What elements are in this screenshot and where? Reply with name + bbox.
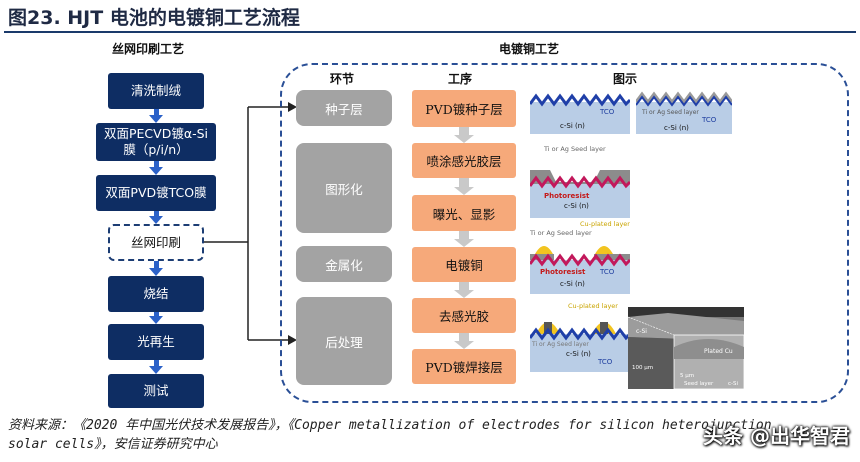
down-arrow [149, 366, 163, 374]
process-exposure-develop: 曝光、显影 [412, 195, 516, 231]
col-head-stage: 环节 [330, 72, 355, 86]
arrow-stem [154, 312, 159, 316]
down-arrow [149, 268, 163, 276]
process-pvd-solder: PVD镀焊接层 [412, 349, 516, 384]
arrow-stem [154, 109, 159, 115]
fig4-csi-label: c-Si (n) [560, 280, 585, 288]
fig3-photoresist-label: Photoresist [544, 192, 590, 200]
step-light-regen: 光再生 [108, 324, 204, 360]
process-arrow [454, 187, 474, 195]
stage-patterning: 图形化 [296, 143, 392, 233]
step-screen-printing: 丝网印刷 [108, 224, 204, 261]
process-electroplating: 电镀铜 [412, 247, 516, 282]
step-sintering: 烧结 [108, 276, 204, 312]
fig2-tco-label: TCO [701, 116, 717, 124]
process-spray-photoresist: 喷涂感光胶层 [412, 143, 516, 178]
source-line-2: solar cells》，安信证券研究中心 [8, 437, 218, 452]
fig6-scale2-label: 5 µm [680, 373, 694, 379]
process-arrow-stem [459, 333, 469, 341]
process-arrow-stem [459, 231, 469, 239]
process-arrow [454, 290, 474, 298]
fig3-seed-label: Ti or Ag Seed layer [543, 145, 606, 153]
fig4-seed-label: Ti or Ag Seed layer [530, 229, 592, 237]
title-rule [4, 31, 856, 33]
stage-post-processing: 后处理 [296, 297, 392, 385]
step-pecvd: 双面PECVD镀α-Si 膜（p/i/n） [96, 123, 216, 161]
figure-photoresist: Ti or Ag Seed layer Photoresist c-Si (n) [530, 145, 630, 218]
fig1-csi-label: c-Si (n) [560, 122, 585, 130]
figure-remove-photoresist: Cu-plated layer Ti or Ag Seed layer c-Si… [530, 302, 630, 372]
step-cleaning: 清洗制绒 [108, 73, 204, 109]
col-head-process: 工序 [448, 72, 473, 86]
fig2-csi-label: c-Si (n) [664, 124, 689, 132]
fig5-tco-label: TCO [597, 358, 613, 366]
fig5-csi-label: c-Si (n) [566, 350, 591, 358]
figure-title: 图23. HJT 电池的电镀铜工艺流程 [8, 7, 300, 29]
figure-wafer-seed: Ti or Ag Seed layer TCO c-Si (n) [636, 91, 732, 134]
fig6-seed-layer-label: Seed layer [684, 381, 714, 387]
down-arrow [149, 115, 163, 123]
arrow-stem [154, 161, 159, 167]
figure-sem-images: c-Si Plated Cu 100 µm 5 µm Seed layer c-… [628, 307, 744, 389]
process-arrow [454, 135, 474, 143]
process-arrow [454, 239, 474, 247]
stage-seed-layer: 种子层 [296, 90, 392, 126]
fig5-cu-label: Cu-plated layer [568, 302, 618, 310]
process-arrow-stem [459, 127, 469, 135]
process-remove-photoresist: 去感光胶 [412, 298, 516, 333]
down-arrow [149, 167, 163, 175]
fig1-tco-label: TCO [599, 108, 615, 116]
figure-cu-plated: Cu-plated layer Ti or Ag Seed layer Phot… [530, 220, 630, 294]
stage-metallization: 金属化 [296, 246, 392, 282]
fig5-seed-label: Ti or Ag Seed layer [531, 341, 589, 348]
fig4-cu-label: Cu-plated layer [580, 220, 630, 228]
fig4-photoresist-label: Photoresist [540, 268, 586, 276]
down-arrow [149, 216, 163, 224]
source-line-1: 资料来源：《2020 年中国光伏技术发展报告》，《Copper metalliz… [8, 418, 772, 433]
down-arrow [149, 316, 163, 324]
process-arrow [454, 341, 474, 349]
fig6-csi2-label: c-Si [728, 381, 738, 387]
source-note: 资料来源：《2020 年中国光伏技术发展报告》，《Copper metalliz… [8, 416, 772, 454]
left-section-heading: 丝网印刷工艺 [112, 42, 185, 56]
fig6-scale-label: 100 µm [632, 365, 653, 371]
step-testing: 测试 [108, 374, 204, 408]
arrow-stem [154, 211, 159, 216]
right-section-heading: 电镀铜工艺 [499, 42, 560, 56]
watermark: 头条 @出华智君 [703, 424, 850, 448]
col-head-figure: 图示 [613, 72, 638, 86]
process-arrow-stem [459, 178, 469, 187]
fig6-csi-label: c-Si [636, 328, 647, 335]
fig3-csi-label: c-Si (n) [564, 202, 589, 210]
fig6-platedcu-label: Plated Cu [704, 348, 733, 355]
arrow-stem [154, 360, 159, 366]
figure-wafer-tco: TCO c-Si (n) [530, 93, 630, 134]
process-arrow-stem [459, 282, 469, 290]
fig4-tco-label: TCO [599, 268, 615, 276]
step-pvd-tco: 双面PVD镀TCO膜 [96, 175, 216, 211]
process-pvd-seed: PVD镀种子层 [412, 90, 516, 127]
fig2-seed-label: Ti or Ag Seed layer [641, 109, 699, 116]
arrow-stem [154, 261, 159, 268]
copper-plating-panel [280, 63, 849, 403]
